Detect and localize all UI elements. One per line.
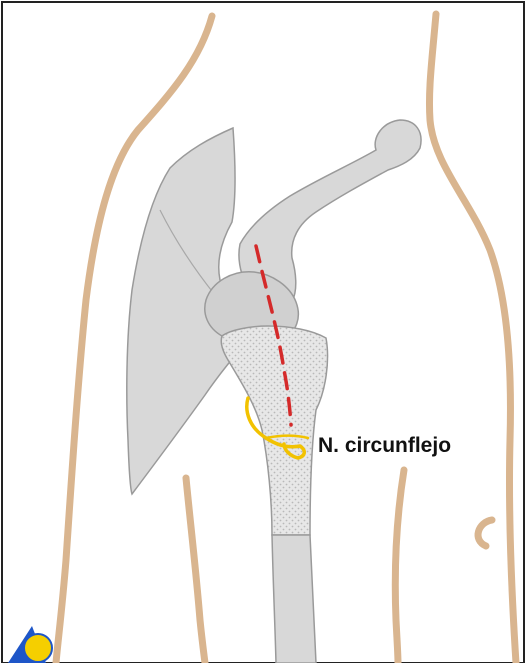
humerus-shaft-bone xyxy=(272,535,316,663)
nerve-label: N. circunflejo xyxy=(318,434,451,457)
